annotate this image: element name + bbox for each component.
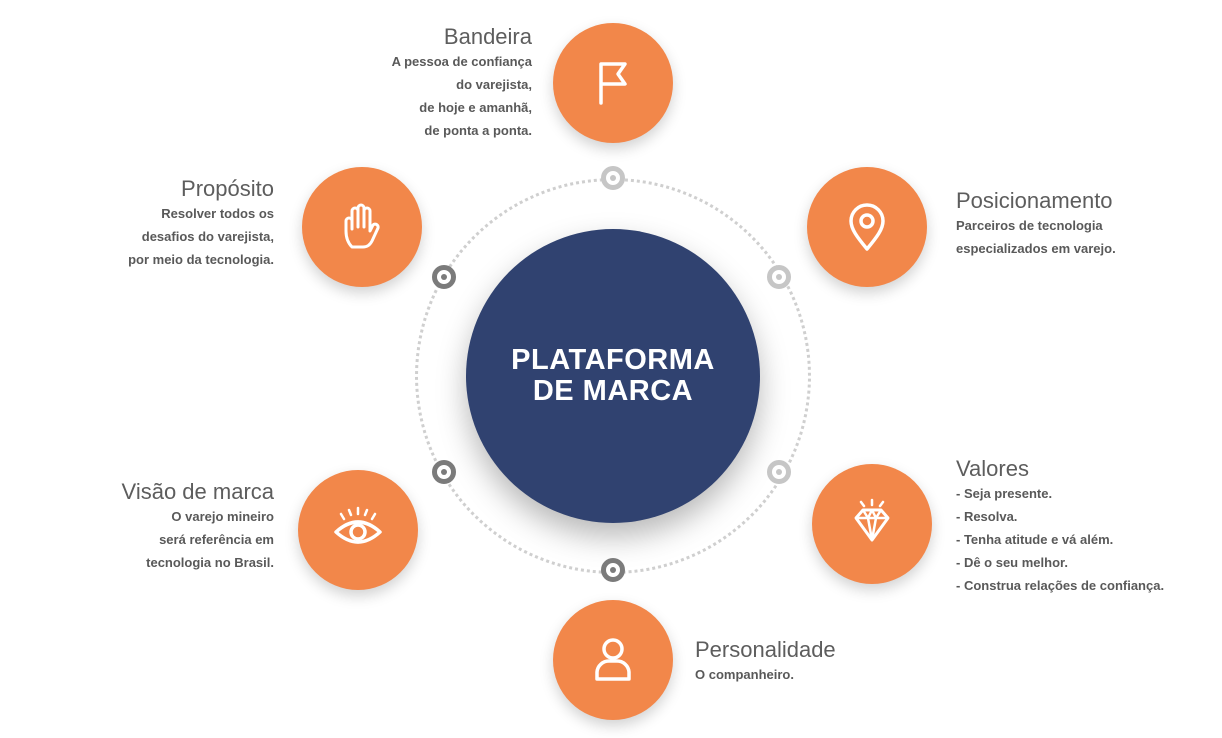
- posicionamento-description: Parceiros de tecnologia especializados e…: [956, 218, 1116, 256]
- orbit-node-top: [601, 166, 625, 190]
- center-title: PLATAFORMA DE MARCA: [511, 344, 715, 407]
- visao-title: Visão de marca: [121, 479, 274, 504]
- orbit-node-upper-right: [767, 265, 791, 289]
- orbit-node-bottom: [601, 558, 625, 582]
- visao-label: Visão de marca O varejo mineiro será ref…: [14, 479, 274, 574]
- diamond-icon: [854, 498, 890, 542]
- posicionamento-title: Posicionamento: [956, 188, 1113, 213]
- bandeira-bubble: [553, 23, 673, 143]
- bandeira-description: A pessoa de confiança do varejista, de h…: [391, 54, 532, 138]
- person-icon: [595, 638, 631, 681]
- location-pin-icon: [849, 203, 885, 251]
- orbit-node-upper-left: [432, 265, 456, 289]
- valores-description: - Seja presente. - Resolva. - Tenha atit…: [956, 486, 1165, 593]
- posicionamento-label: Posicionamento Parceiros de tecnologia e…: [956, 188, 1216, 260]
- visao-bubble: [298, 470, 418, 590]
- proposito-bubble: [302, 167, 422, 287]
- bandeira-title: Bandeira: [443, 24, 532, 49]
- center-circle: PLATAFORMA DE MARCA: [466, 229, 760, 523]
- bandeira-label: Bandeira A pessoa de confiança do vareji…: [272, 24, 532, 142]
- proposito-label: Propósito Resolver todos os desafios do …: [14, 176, 274, 271]
- proposito-title: Propósito: [181, 176, 274, 201]
- orbit-node-lower-left: [432, 460, 456, 484]
- visao-description: O varejo mineiro será referência em tecn…: [146, 509, 274, 570]
- personalidade-description: O companheiro.: [695, 667, 794, 682]
- personalidade-label: Personalidade O companheiro.: [695, 637, 955, 686]
- valores-title: Valores: [956, 456, 1029, 481]
- hand-icon: [344, 203, 380, 249]
- valores-bubble: [812, 464, 932, 584]
- proposito-description: Resolver todos os desafios do varejista,…: [128, 206, 274, 267]
- orbit-node-lower-right: [767, 460, 791, 484]
- valores-label: Valores - Seja presente. - Resolva. - Te…: [956, 456, 1216, 597]
- eye-icon: [334, 506, 382, 544]
- posicionamento-bubble: [807, 167, 927, 287]
- personalidade-title: Personalidade: [695, 637, 836, 662]
- flag-icon: [599, 62, 627, 105]
- personalidade-bubble: [553, 600, 673, 720]
